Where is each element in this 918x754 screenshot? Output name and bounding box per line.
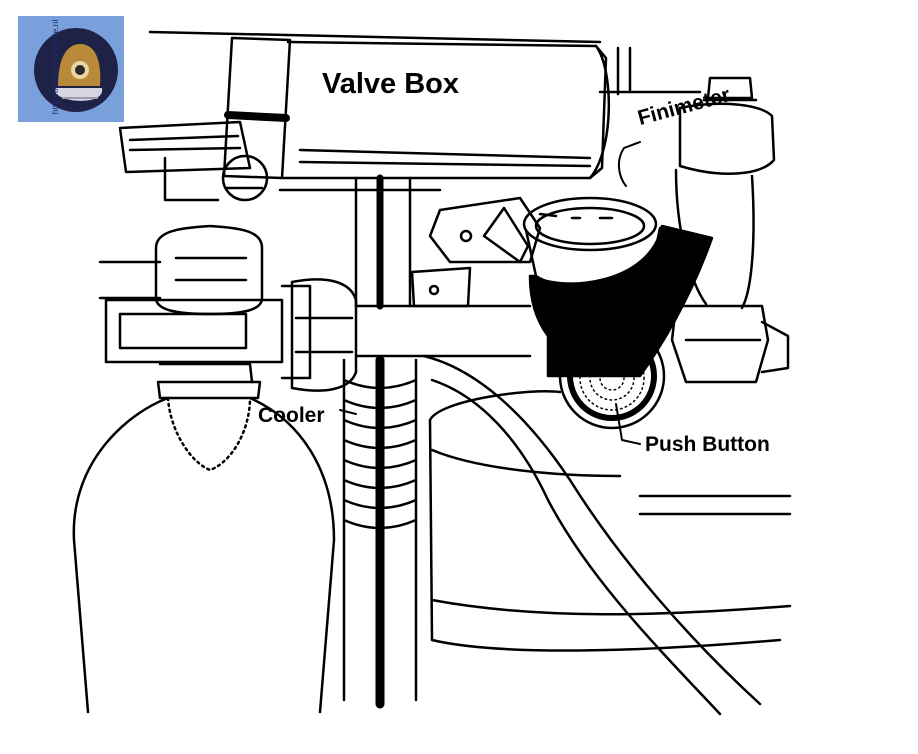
side-pillar [670, 76, 790, 384]
stem [354, 174, 412, 310]
connector-pipe [354, 304, 532, 358]
label-valve-box: Valve Box [322, 68, 460, 100]
frame-lines [98, 30, 702, 300]
diver-helmet-icon [34, 28, 118, 112]
valve-box [280, 40, 611, 180]
site-url: http://therebreathersite.nl [50, 19, 60, 115]
site-logo: http://therebreathersite.nl [18, 16, 124, 122]
canister [428, 390, 792, 652]
label-push-button: Push Button [645, 433, 770, 456]
label-cooler: Cooler [258, 404, 325, 427]
push-button-part [558, 322, 666, 430]
leader-lines [339, 141, 641, 445]
bracket [410, 196, 542, 308]
regulator-body [482, 206, 714, 378]
cylinder-valve [104, 224, 358, 392]
cooler-coil [342, 355, 418, 709]
tube-and-strap [118, 36, 292, 202]
gas-cylinder [72, 362, 336, 714]
